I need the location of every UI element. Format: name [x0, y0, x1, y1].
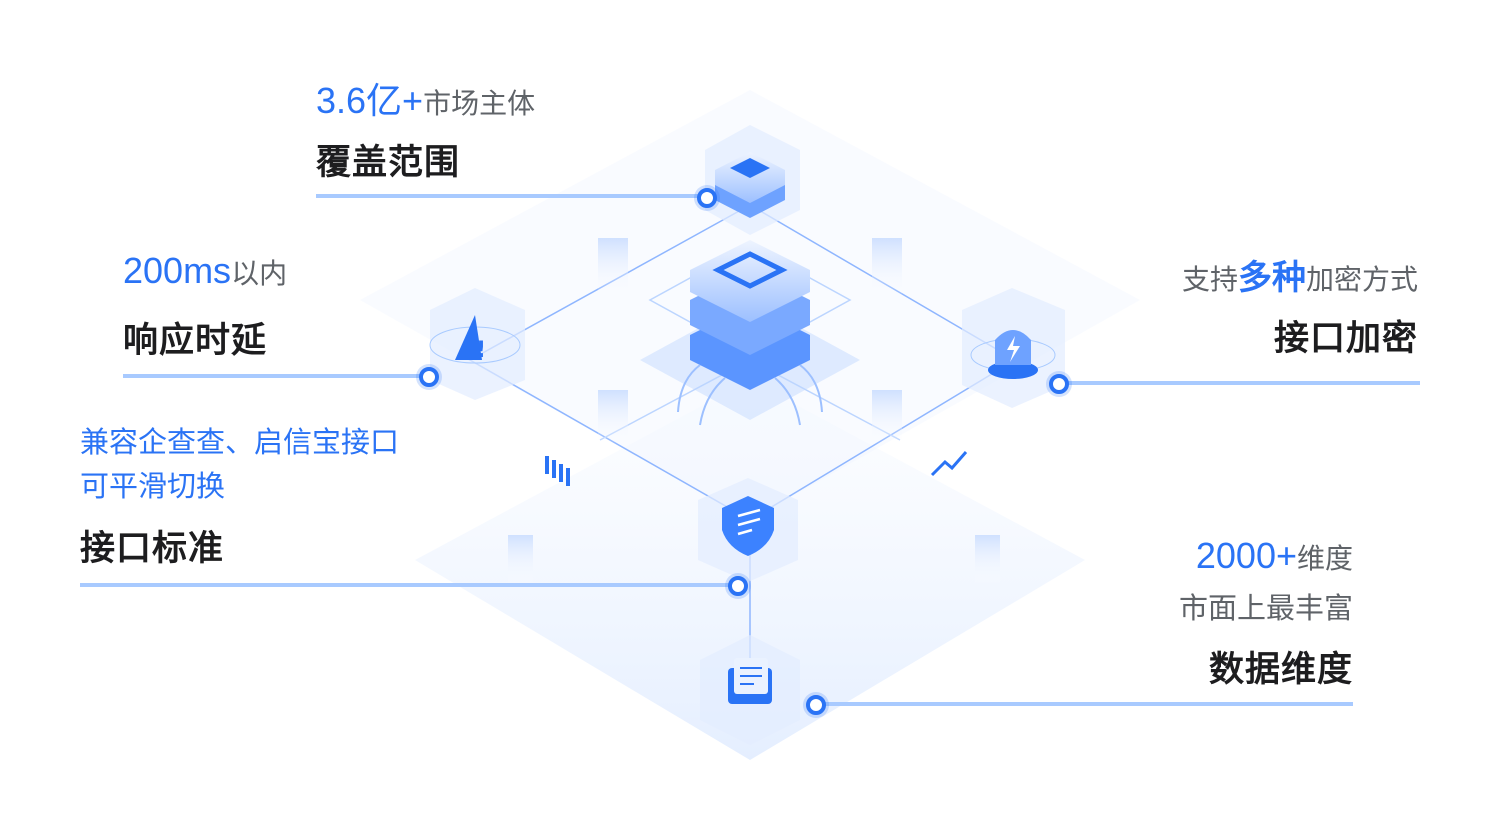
document-icon — [700, 635, 800, 745]
standard-connector-line — [80, 583, 737, 587]
latency-node-dot — [419, 367, 439, 387]
latency-title: 响应时延 — [123, 321, 268, 361]
dimensions-node-dot — [806, 695, 826, 715]
encryption-highlight: 多种 — [1237, 258, 1306, 298]
standard-line2: 可平滑切换 — [80, 469, 226, 503]
dimensions-title: 数据维度 — [1208, 650, 1353, 690]
encryption-desc: 加密方式 — [1305, 263, 1418, 296]
encryption-prefix: 支持 — [1181, 263, 1238, 296]
dimensions-highlight: 2000+ — [1195, 535, 1297, 576]
bar-chart-icon — [545, 456, 570, 486]
dimensions-desc: 维度 — [1296, 542, 1353, 575]
coverage-desc: 市场主体 — [423, 87, 536, 120]
coverage-connector-line — [316, 194, 706, 198]
latency-connector-line — [123, 374, 428, 378]
feature-data-dimensions: 2000+维度 市面上最丰富 数据维度 — [1179, 535, 1353, 692]
coverage-node-dot — [697, 188, 717, 208]
encryption-title: 接口加密 — [1273, 319, 1418, 359]
line-chart-icon — [930, 451, 968, 477]
top-server-icon — [705, 125, 800, 235]
feature-encryption: 支持多种加密方式 接口加密 — [1182, 250, 1418, 361]
dimensions-line2: 市面上最丰富 — [1178, 591, 1353, 625]
coverage-title: 覆盖范围 — [316, 143, 461, 183]
svg-text:!: ! — [476, 338, 486, 363]
latency-highlight: 200ms — [123, 250, 232, 291]
pillars — [508, 238, 1000, 585]
shield-icon — [698, 478, 798, 582]
central-server-icon — [677, 240, 823, 426]
encryption-connector-line — [1058, 381, 1420, 385]
encryption-node-dot — [1049, 374, 1069, 394]
feature-interface-standard: 兼容企查查、启信宝接口 可平滑切换 接口标准 — [80, 420, 399, 571]
latency-desc: 以内 — [231, 257, 288, 290]
encryption-lock-icon — [962, 288, 1065, 408]
standard-node-dot — [728, 576, 748, 596]
feature-latency: 200ms以内 响应时延 — [123, 250, 287, 363]
coverage-highlight: 3.6亿+ — [316, 80, 424, 121]
standard-title: 接口标准 — [80, 529, 225, 569]
dimensions-connector-line — [815, 702, 1353, 706]
standard-line1: 兼容企查查、启信宝接口 — [80, 425, 400, 459]
warning-icon: ! — [429, 288, 525, 400]
feature-coverage: 3.6亿+市场主体 覆盖范围 — [316, 72, 535, 185]
